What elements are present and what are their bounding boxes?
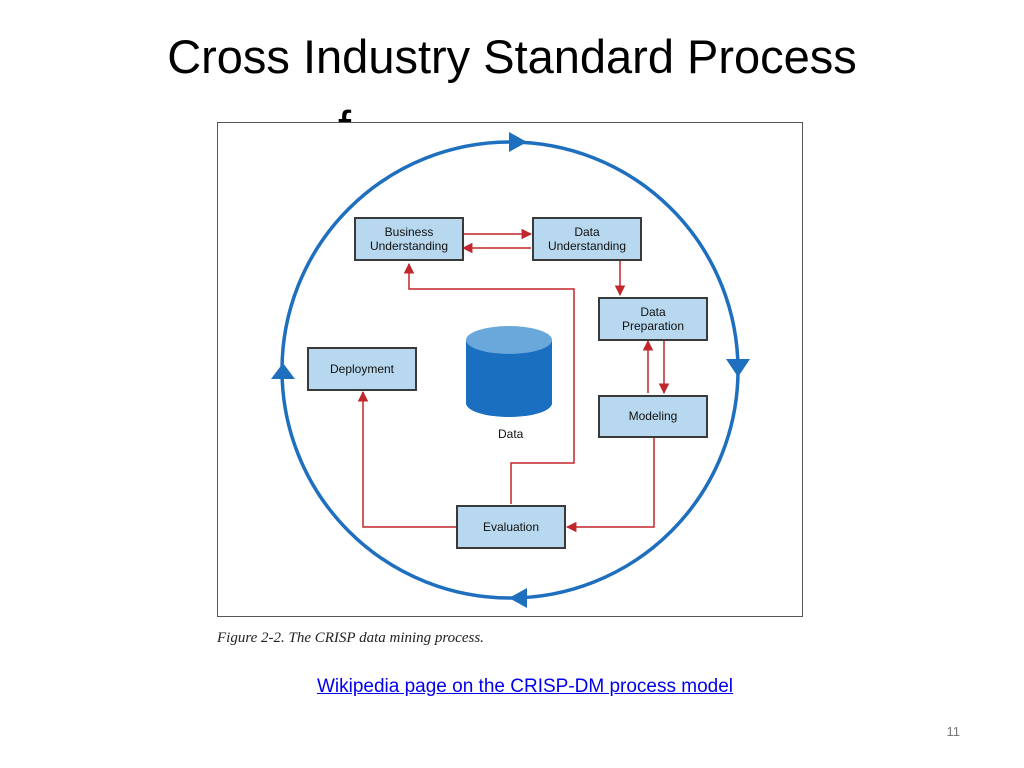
data-cylinder-label: Data <box>498 427 524 441</box>
wikipedia-crisp-dm-link[interactable]: Wikipedia page on the CRISP-DM process m… <box>316 676 734 697</box>
step-modeling: Modeling <box>598 395 708 438</box>
cycle-arrowhead-left <box>271 363 295 379</box>
step-data-understanding: Data Understanding <box>532 217 642 261</box>
crisp-dm-figure: Business Understanding Data Understandin… <box>217 122 803 617</box>
data-cylinder-icon <box>466 326 552 417</box>
slide-title: Cross Industry Standard Process <box>167 30 857 83</box>
crisp-dm-diagram <box>271 132 750 608</box>
figure-caption: Figure 2-2. The CRISP data mining proces… <box>217 630 484 646</box>
step-evaluation: Evaluation <box>456 505 566 549</box>
title-overflow-fragment: f <box>338 104 368 122</box>
title-overflow-text: f <box>338 104 351 122</box>
step-business-understanding: Business Understanding <box>354 217 464 261</box>
step-data-preparation: Data Preparation <box>598 297 708 341</box>
arrow-modeling-to-evaluation <box>565 438 655 533</box>
page-number: 11 <box>946 724 961 739</box>
arrow-evaluation-to-deployment <box>357 390 456 528</box>
cycle-arrowhead-top <box>509 132 527 152</box>
step-deployment: Deployment <box>307 347 417 391</box>
cycle-arrowhead-bottom <box>509 588 527 608</box>
arrow-evaluation-to-business <box>403 262 575 504</box>
cycle-arrowhead-right <box>726 359 750 377</box>
